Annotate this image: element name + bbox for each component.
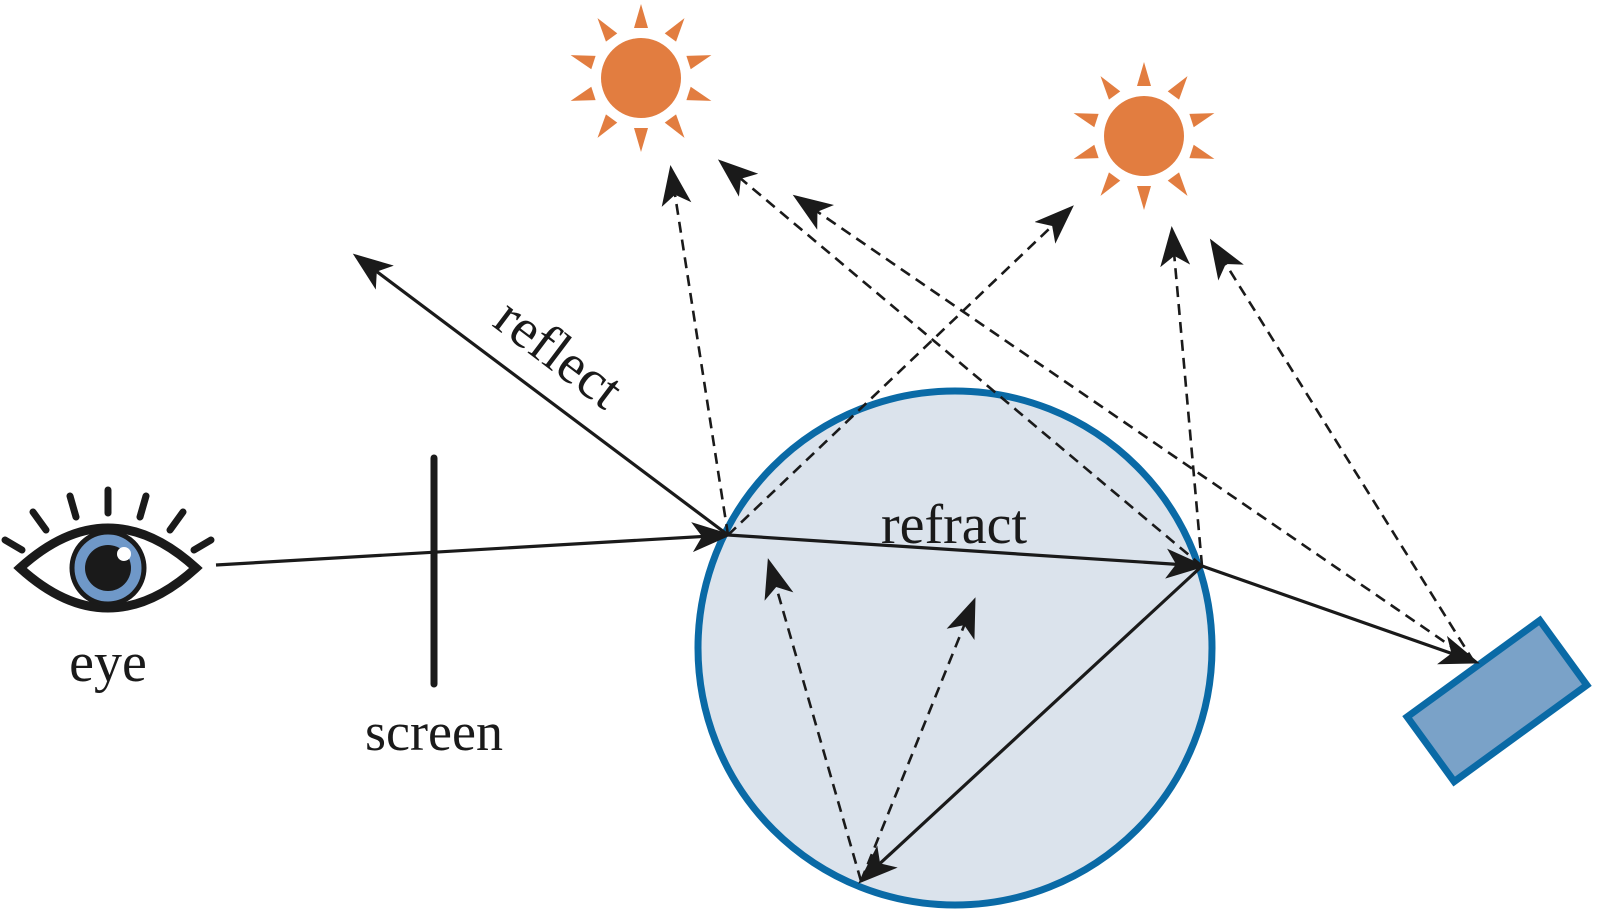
shadow-ray bbox=[727, 205, 1074, 536]
internal-reflect-ray bbox=[858, 564, 1204, 884]
screen-label: screen bbox=[365, 702, 503, 762]
reflect-label: reflect bbox=[483, 286, 635, 422]
shadow-ray bbox=[764, 558, 863, 882]
eye-label: eye bbox=[69, 632, 147, 694]
glass-sphere bbox=[694, 387, 1216, 909]
shadow-ray bbox=[859, 597, 976, 882]
shadow-ray bbox=[1209, 238, 1476, 663]
shadow-ray bbox=[1160, 226, 1204, 567]
refract-ray bbox=[727, 533, 1206, 579]
sun-icon bbox=[1073, 62, 1215, 210]
reflect-ray bbox=[352, 253, 729, 537]
refract-label: refract bbox=[881, 494, 1028, 556]
sun-icon bbox=[570, 4, 712, 152]
scene-object bbox=[1402, 615, 1592, 787]
eye-icon bbox=[1, 486, 215, 613]
exit-ray bbox=[1201, 564, 1480, 665]
primary-ray bbox=[215, 522, 732, 567]
shadow-ray bbox=[792, 194, 1475, 664]
shadow-ray bbox=[661, 165, 730, 536]
